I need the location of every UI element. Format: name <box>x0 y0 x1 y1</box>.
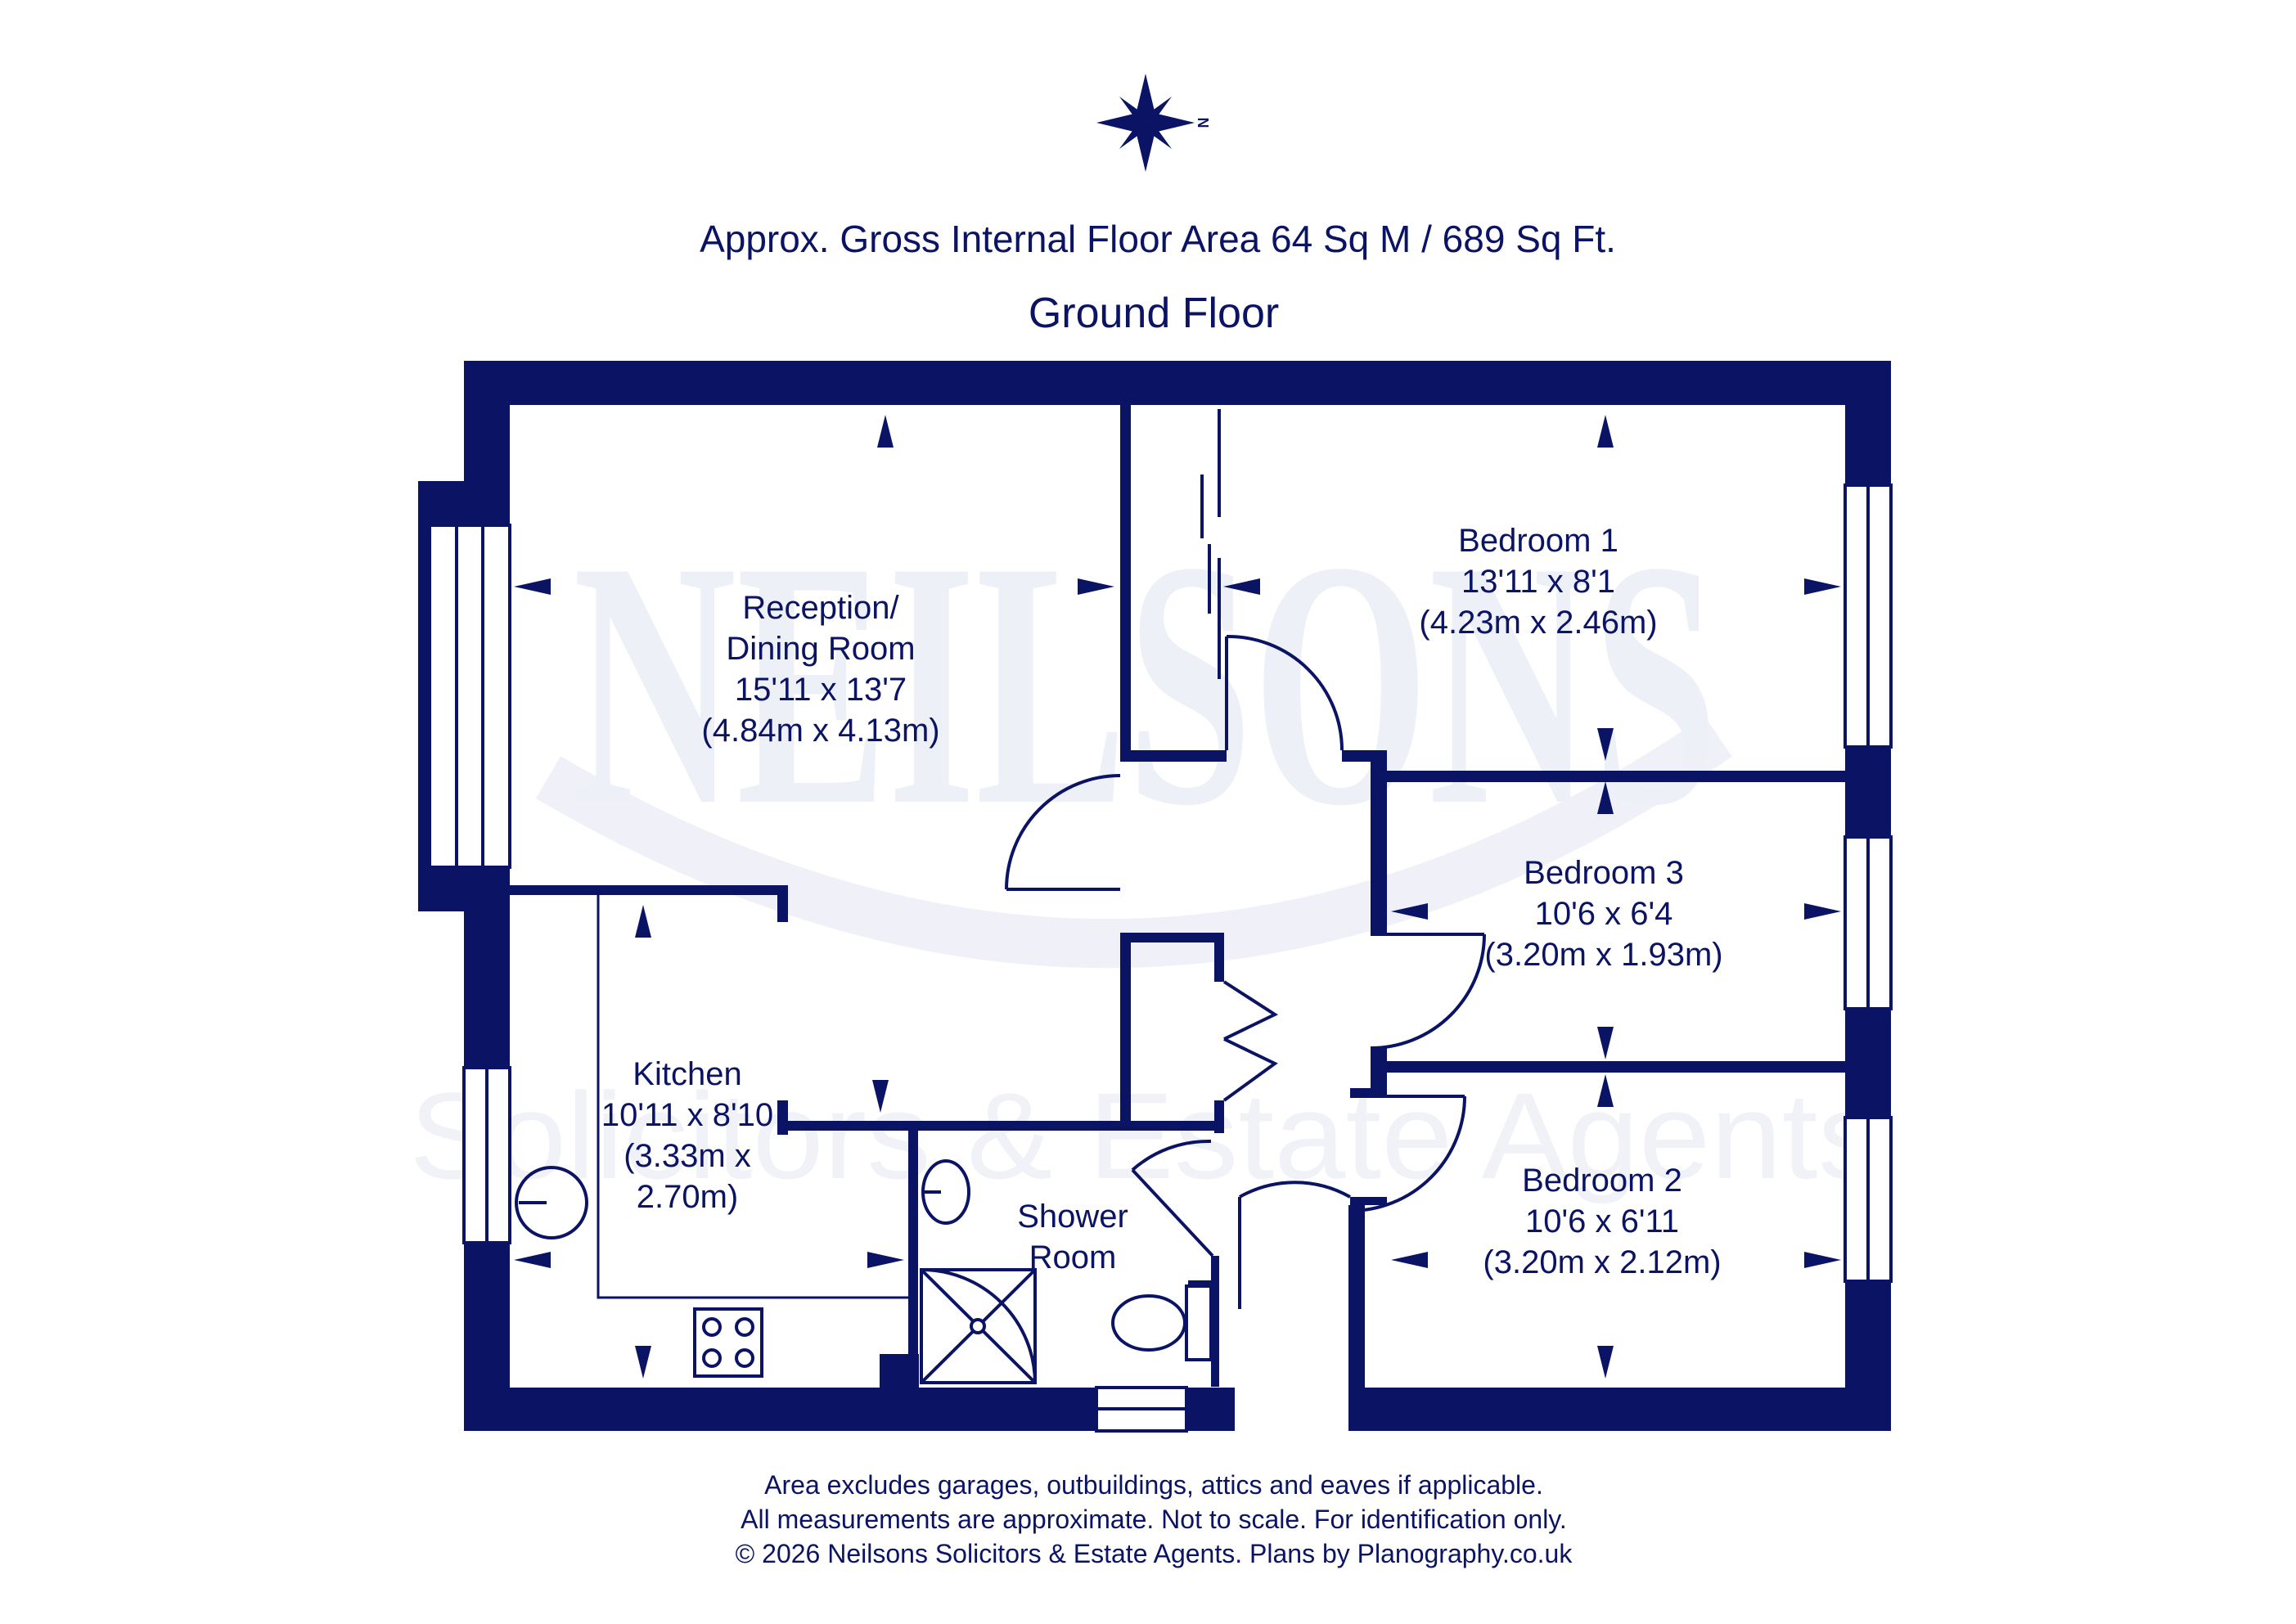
room-bedroom-2-imperial: 10'6 x 6'11 <box>1525 1203 1679 1239</box>
room-kitchen-name: Kitchen <box>633 1056 741 1092</box>
floor-label: Ground Floor <box>1029 290 1279 337</box>
dimension-arrows <box>514 415 1841 1379</box>
room-bedroom-3: Bedroom 3 10'6 x 6'4 (3.20m x 1.93m) <box>1484 855 1722 973</box>
room-bedroom-1: Bedroom 1 13'11 x 8'1 (4.23m x 2.46m) <box>1419 523 1657 641</box>
room-kitchen-metric2: 2.70m) <box>637 1179 739 1215</box>
room-bedroom-2: Bedroom 2 10'6 x 6'11 (3.20m x 2.12m) <box>1483 1163 1721 1280</box>
room-kitchen-metric1: (3.33m x <box>624 1138 751 1174</box>
room-bedroom-3-name: Bedroom 3 <box>1524 855 1684 891</box>
room-reception-name1: Reception/ <box>742 590 899 626</box>
compass-letter: N <box>1195 118 1211 128</box>
kitchen-counter <box>597 895 908 1299</box>
room-bedroom-1-imperial: 13'11 x 8'1 <box>1461 564 1615 600</box>
watermark-brand: NEILSONS <box>573 489 1718 879</box>
watermark-tagline: Solicitors & Estate Agents <box>409 1067 1882 1204</box>
room-bedroom-2-metric: (3.20m x 2.12m) <box>1483 1244 1721 1280</box>
room-bedroom-1-name: Bedroom 1 <box>1458 523 1618 559</box>
washbasin-icon <box>921 1159 970 1225</box>
footer-notes: Area excludes garages, outbuildings, att… <box>736 1470 1573 1568</box>
room-kitchen: Kitchen 10'11 x 8'10 (3.33m x 2.70m) <box>601 1056 773 1215</box>
watermark: NEILSONS Solicitors & Estate Agents <box>409 489 1882 1204</box>
room-bedroom-2-name: Bedroom 2 <box>1522 1163 1682 1199</box>
room-shower: Shower Room <box>1017 1199 1128 1275</box>
room-bedroom-1-metric: (4.23m x 2.46m) <box>1419 605 1657 641</box>
hob-icon <box>693 1307 763 1378</box>
floor-area-line: Approx. Gross Internal Floor Area 64 Sq … <box>700 218 1616 260</box>
room-shower-name1: Shower <box>1017 1199 1128 1235</box>
room-reception-name2: Dining Room <box>726 631 915 667</box>
room-reception: Reception/ Dining Room 15'11 x 13'7 (4.8… <box>701 590 939 749</box>
footer-line-1: Area excludes garages, outbuildings, att… <box>764 1470 1543 1500</box>
toilet-icon <box>1111 1284 1213 1361</box>
room-reception-imperial: 15'11 x 13'7 <box>735 672 907 708</box>
windows <box>428 484 1893 1433</box>
footer-line-3: © 2026 Neilsons Solicitors & Estate Agen… <box>736 1539 1573 1568</box>
room-bedroom-3-imperial: 10'6 x 6'4 <box>1535 896 1673 932</box>
footer-line-2: All measurements are approximate. Not to… <box>741 1505 1567 1534</box>
compass-icon: N <box>1096 74 1211 172</box>
room-kitchen-imperial: 10'11 x 8'10 <box>601 1097 773 1133</box>
room-shower-name2: Room <box>1029 1239 1117 1275</box>
room-bedroom-3-metric: (3.20m x 1.93m) <box>1484 937 1722 973</box>
sink-icon <box>515 1166 588 1239</box>
doors <box>1005 409 1486 1309</box>
shower-tray-icon <box>920 1268 1037 1384</box>
room-reception-metric: (4.84m x 4.13m) <box>701 713 939 749</box>
